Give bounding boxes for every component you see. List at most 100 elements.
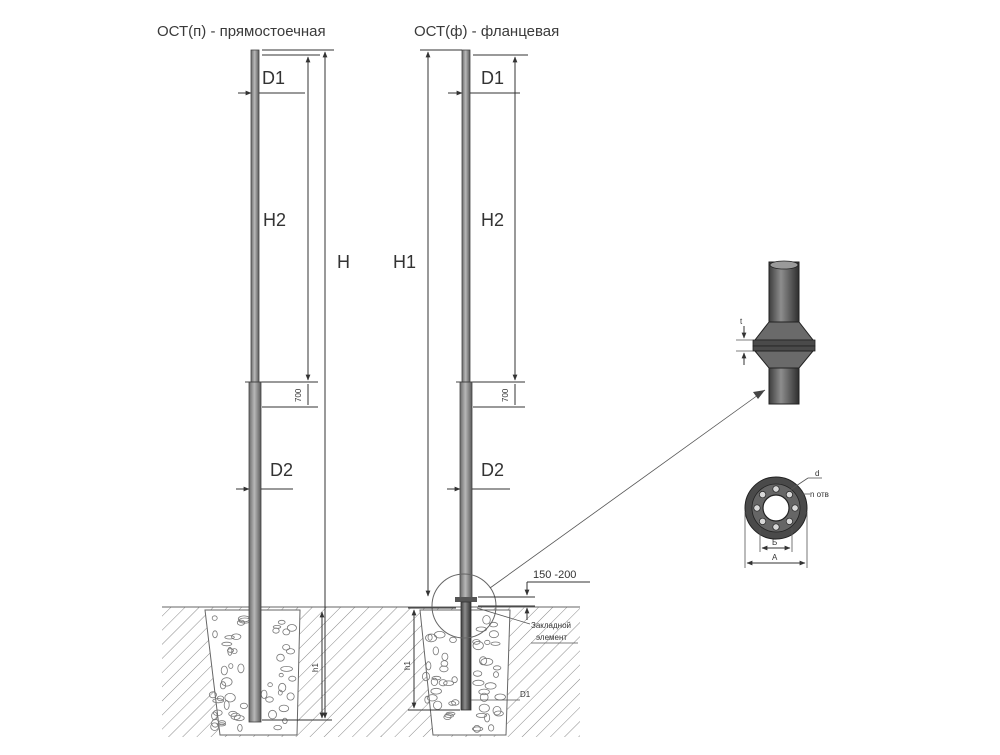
right-h2-label: H2 — [481, 210, 504, 230]
concrete-pebble — [220, 665, 228, 676]
concrete-pebble — [426, 694, 438, 702]
concrete-pebble — [278, 704, 290, 713]
concrete-pebble — [444, 713, 455, 718]
detail-leader-line — [489, 389, 766, 589]
concrete-pebble — [492, 706, 502, 716]
concrete-pebble — [219, 681, 227, 690]
concrete-pebble — [487, 724, 495, 732]
concrete-pebble — [484, 639, 491, 645]
embed-label-2: элемент — [536, 633, 567, 642]
concrete-pebble — [482, 615, 491, 625]
concrete-pebble — [277, 619, 286, 625]
concrete-pebble — [216, 722, 227, 727]
concrete-pebble — [237, 724, 243, 732]
concrete-pebble — [443, 680, 455, 686]
concrete-pebble — [430, 687, 442, 695]
concrete-pebble — [451, 699, 460, 706]
concrete-pebble — [471, 726, 484, 732]
concrete-pebble — [421, 671, 430, 682]
concrete-pebble — [484, 682, 497, 690]
concrete-pebble — [267, 682, 273, 688]
right-700-label: 700 — [501, 388, 510, 402]
concrete-pebble — [449, 636, 457, 644]
right-h1-label: h1 — [403, 661, 412, 670]
concrete-pebble — [208, 691, 217, 699]
concrete-pebble — [239, 702, 248, 710]
right-d1-label: D1 — [481, 68, 504, 88]
bolt-hole — [753, 504, 761, 512]
concrete-pebble — [488, 621, 498, 628]
bolt-hole — [791, 504, 799, 512]
left-h1-label: h1 — [311, 663, 320, 672]
concrete-pebble — [272, 627, 280, 634]
concrete-pebble — [472, 670, 483, 677]
concrete-pebble — [425, 661, 432, 671]
bolt-hole — [759, 517, 767, 525]
concrete-pebble — [237, 663, 245, 674]
concrete-pebble — [278, 672, 284, 678]
left-pole — [245, 49, 265, 723]
concrete-pebble — [478, 688, 490, 696]
left-700-label: 700 — [294, 388, 303, 402]
concrete-pebble — [265, 696, 274, 703]
concrete-pebble — [217, 720, 226, 726]
flange-detail: t — [736, 260, 816, 405]
concrete-pebble — [221, 641, 233, 647]
concrete-pebble — [211, 615, 218, 621]
bolt-hole — [785, 491, 793, 499]
concrete-pebble — [472, 639, 481, 645]
concrete-pebble — [231, 633, 242, 640]
flange-a-label: А — [772, 553, 778, 562]
left-pole-title: ОСТ(п) - прямостоечная — [157, 23, 326, 40]
concrete-pebble — [277, 689, 283, 696]
bolt-hole — [772, 523, 780, 531]
concrete-pebble — [213, 709, 223, 716]
concrete-pebble — [212, 698, 225, 704]
left-h-label: H — [337, 252, 350, 272]
concrete-pebble — [286, 692, 295, 701]
flange-b-label: Б — [772, 538, 777, 547]
concrete-pebble — [484, 713, 491, 723]
concrete-pebble — [282, 717, 288, 725]
left-dimensions: D1 H2 700 H D2 h1 — [236, 49, 350, 721]
concrete-pebble — [224, 693, 236, 703]
bolt-holes — [753, 485, 799, 531]
concrete-pebble — [223, 700, 230, 710]
concrete-pebble — [236, 619, 246, 626]
concrete-pebble — [493, 710, 504, 717]
concrete-pebble — [472, 679, 485, 687]
concrete-pebble — [280, 666, 293, 672]
right-H1-label: H1 — [393, 252, 416, 272]
concrete-pebble — [285, 648, 295, 655]
bolt-hole — [772, 485, 780, 493]
concrete-pebble — [273, 724, 283, 731]
d1-bottom-label: D1 — [520, 690, 531, 699]
concrete-pebble — [431, 675, 442, 681]
concrete-pebble — [430, 677, 438, 687]
concrete-pebble — [282, 644, 291, 651]
left-d2-label: D2 — [270, 460, 293, 480]
concrete-pebble — [228, 710, 238, 717]
concrete-pebble — [286, 624, 297, 632]
concrete-pebble — [425, 633, 438, 643]
flange-plan: d n отв Б А — [744, 469, 829, 568]
concrete-pebble — [427, 634, 433, 641]
concrete-pebble — [472, 640, 484, 651]
bolt-hole — [785, 517, 793, 525]
right-dimensions: D1 H2 700 H1 D2 h1 150 -200 Закладной эл… — [393, 49, 590, 711]
concrete-pebble — [433, 631, 446, 639]
right-pole-title: ОСТ(ф) - фланцевая — [414, 23, 559, 40]
concrete-pebble — [473, 725, 481, 733]
concrete-pebble — [233, 715, 245, 722]
concrete-pebble — [488, 630, 499, 639]
concrete-pebble — [268, 709, 277, 720]
flange-holes-label: n отв — [810, 490, 829, 499]
concrete-pebble — [479, 656, 488, 666]
concrete-pebble — [448, 701, 457, 706]
concrete-pebble — [424, 695, 430, 704]
concrete-pebble — [276, 653, 285, 662]
concrete-pebble — [451, 676, 458, 684]
concrete-pebble — [282, 628, 291, 636]
